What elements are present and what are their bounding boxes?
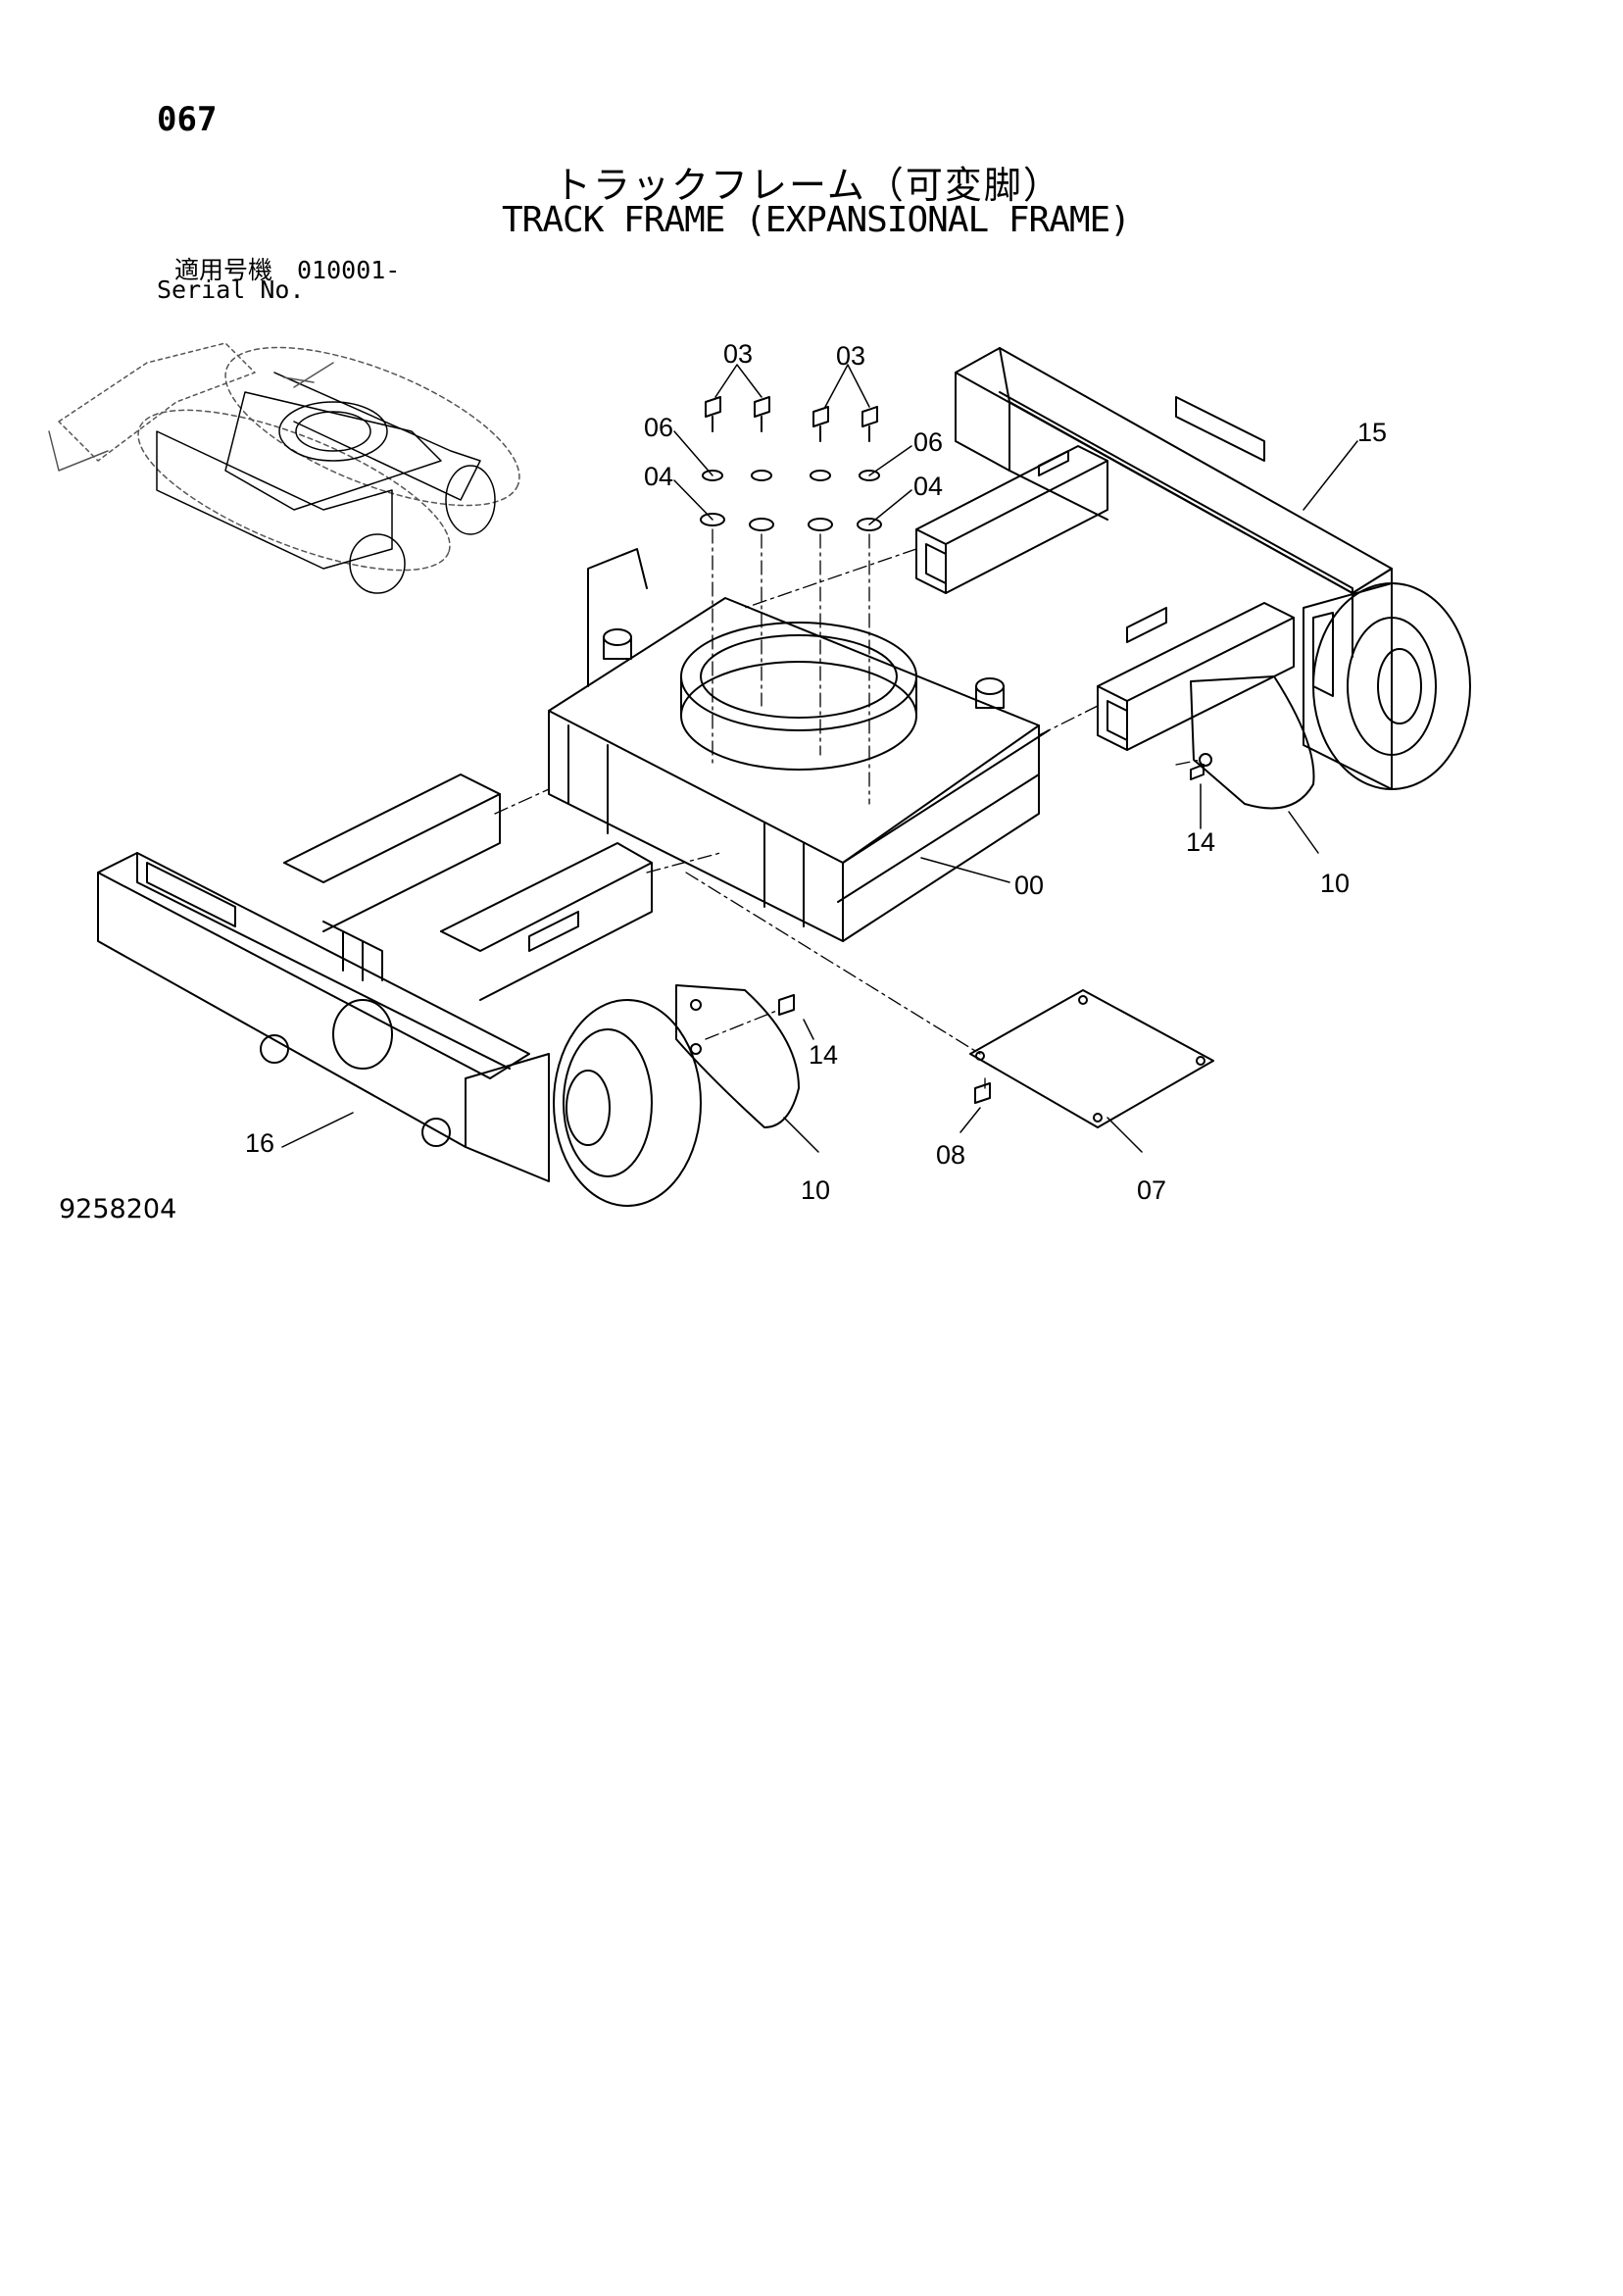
callout-16: 16 <box>245 1128 274 1158</box>
drawing-number: 9258204 <box>59 1194 177 1224</box>
leader-lines <box>281 364 1358 1153</box>
callout-14a: 14 <box>1186 827 1215 857</box>
callout-03a: 03 <box>723 339 753 369</box>
serial-label-japanese: 適用号機 010001- <box>174 256 401 284</box>
assembly-lines <box>494 528 1202 1089</box>
callout-06a: 06 <box>644 413 673 442</box>
callout-08: 08 <box>936 1140 965 1170</box>
callout-10b: 10 <box>801 1175 830 1205</box>
callout-00: 00 <box>1014 871 1044 900</box>
under-cover-plate <box>969 989 1214 1128</box>
callout-04b: 04 <box>913 472 943 501</box>
fasteners <box>700 396 882 531</box>
callout-04a: 04 <box>644 462 673 491</box>
page-number: 067 <box>157 100 218 139</box>
right-beams <box>915 445 1295 751</box>
title-english: TRACK FRAME (EXPANSIONAL FRAME) <box>502 200 1131 240</box>
left-side-frame <box>97 774 702 1207</box>
callout-labels: 03 03 06 06 04 04 15 14 10 00 14 16 10 0… <box>245 339 1387 1205</box>
callout-14b: 14 <box>809 1040 838 1070</box>
right-side-frame <box>955 347 1471 790</box>
callout-07: 07 <box>1137 1175 1166 1205</box>
callout-03b: 03 <box>836 341 865 371</box>
right-cover-plate <box>1190 675 1315 810</box>
callout-10a: 10 <box>1320 869 1350 898</box>
overview-thumbnail <box>48 342 520 594</box>
callout-15: 15 <box>1357 418 1387 447</box>
serial-label-english: Serial No. <box>157 275 305 304</box>
title-japanese: トラックフレーム（可変脚） <box>554 164 1062 207</box>
center-body <box>548 548 1050 942</box>
callout-06b: 06 <box>913 427 943 457</box>
exploded-parts-diagram: 03 03 06 06 04 04 15 14 10 00 14 16 10 0… <box>48 339 1471 1207</box>
left-cover-plate <box>675 984 800 1128</box>
